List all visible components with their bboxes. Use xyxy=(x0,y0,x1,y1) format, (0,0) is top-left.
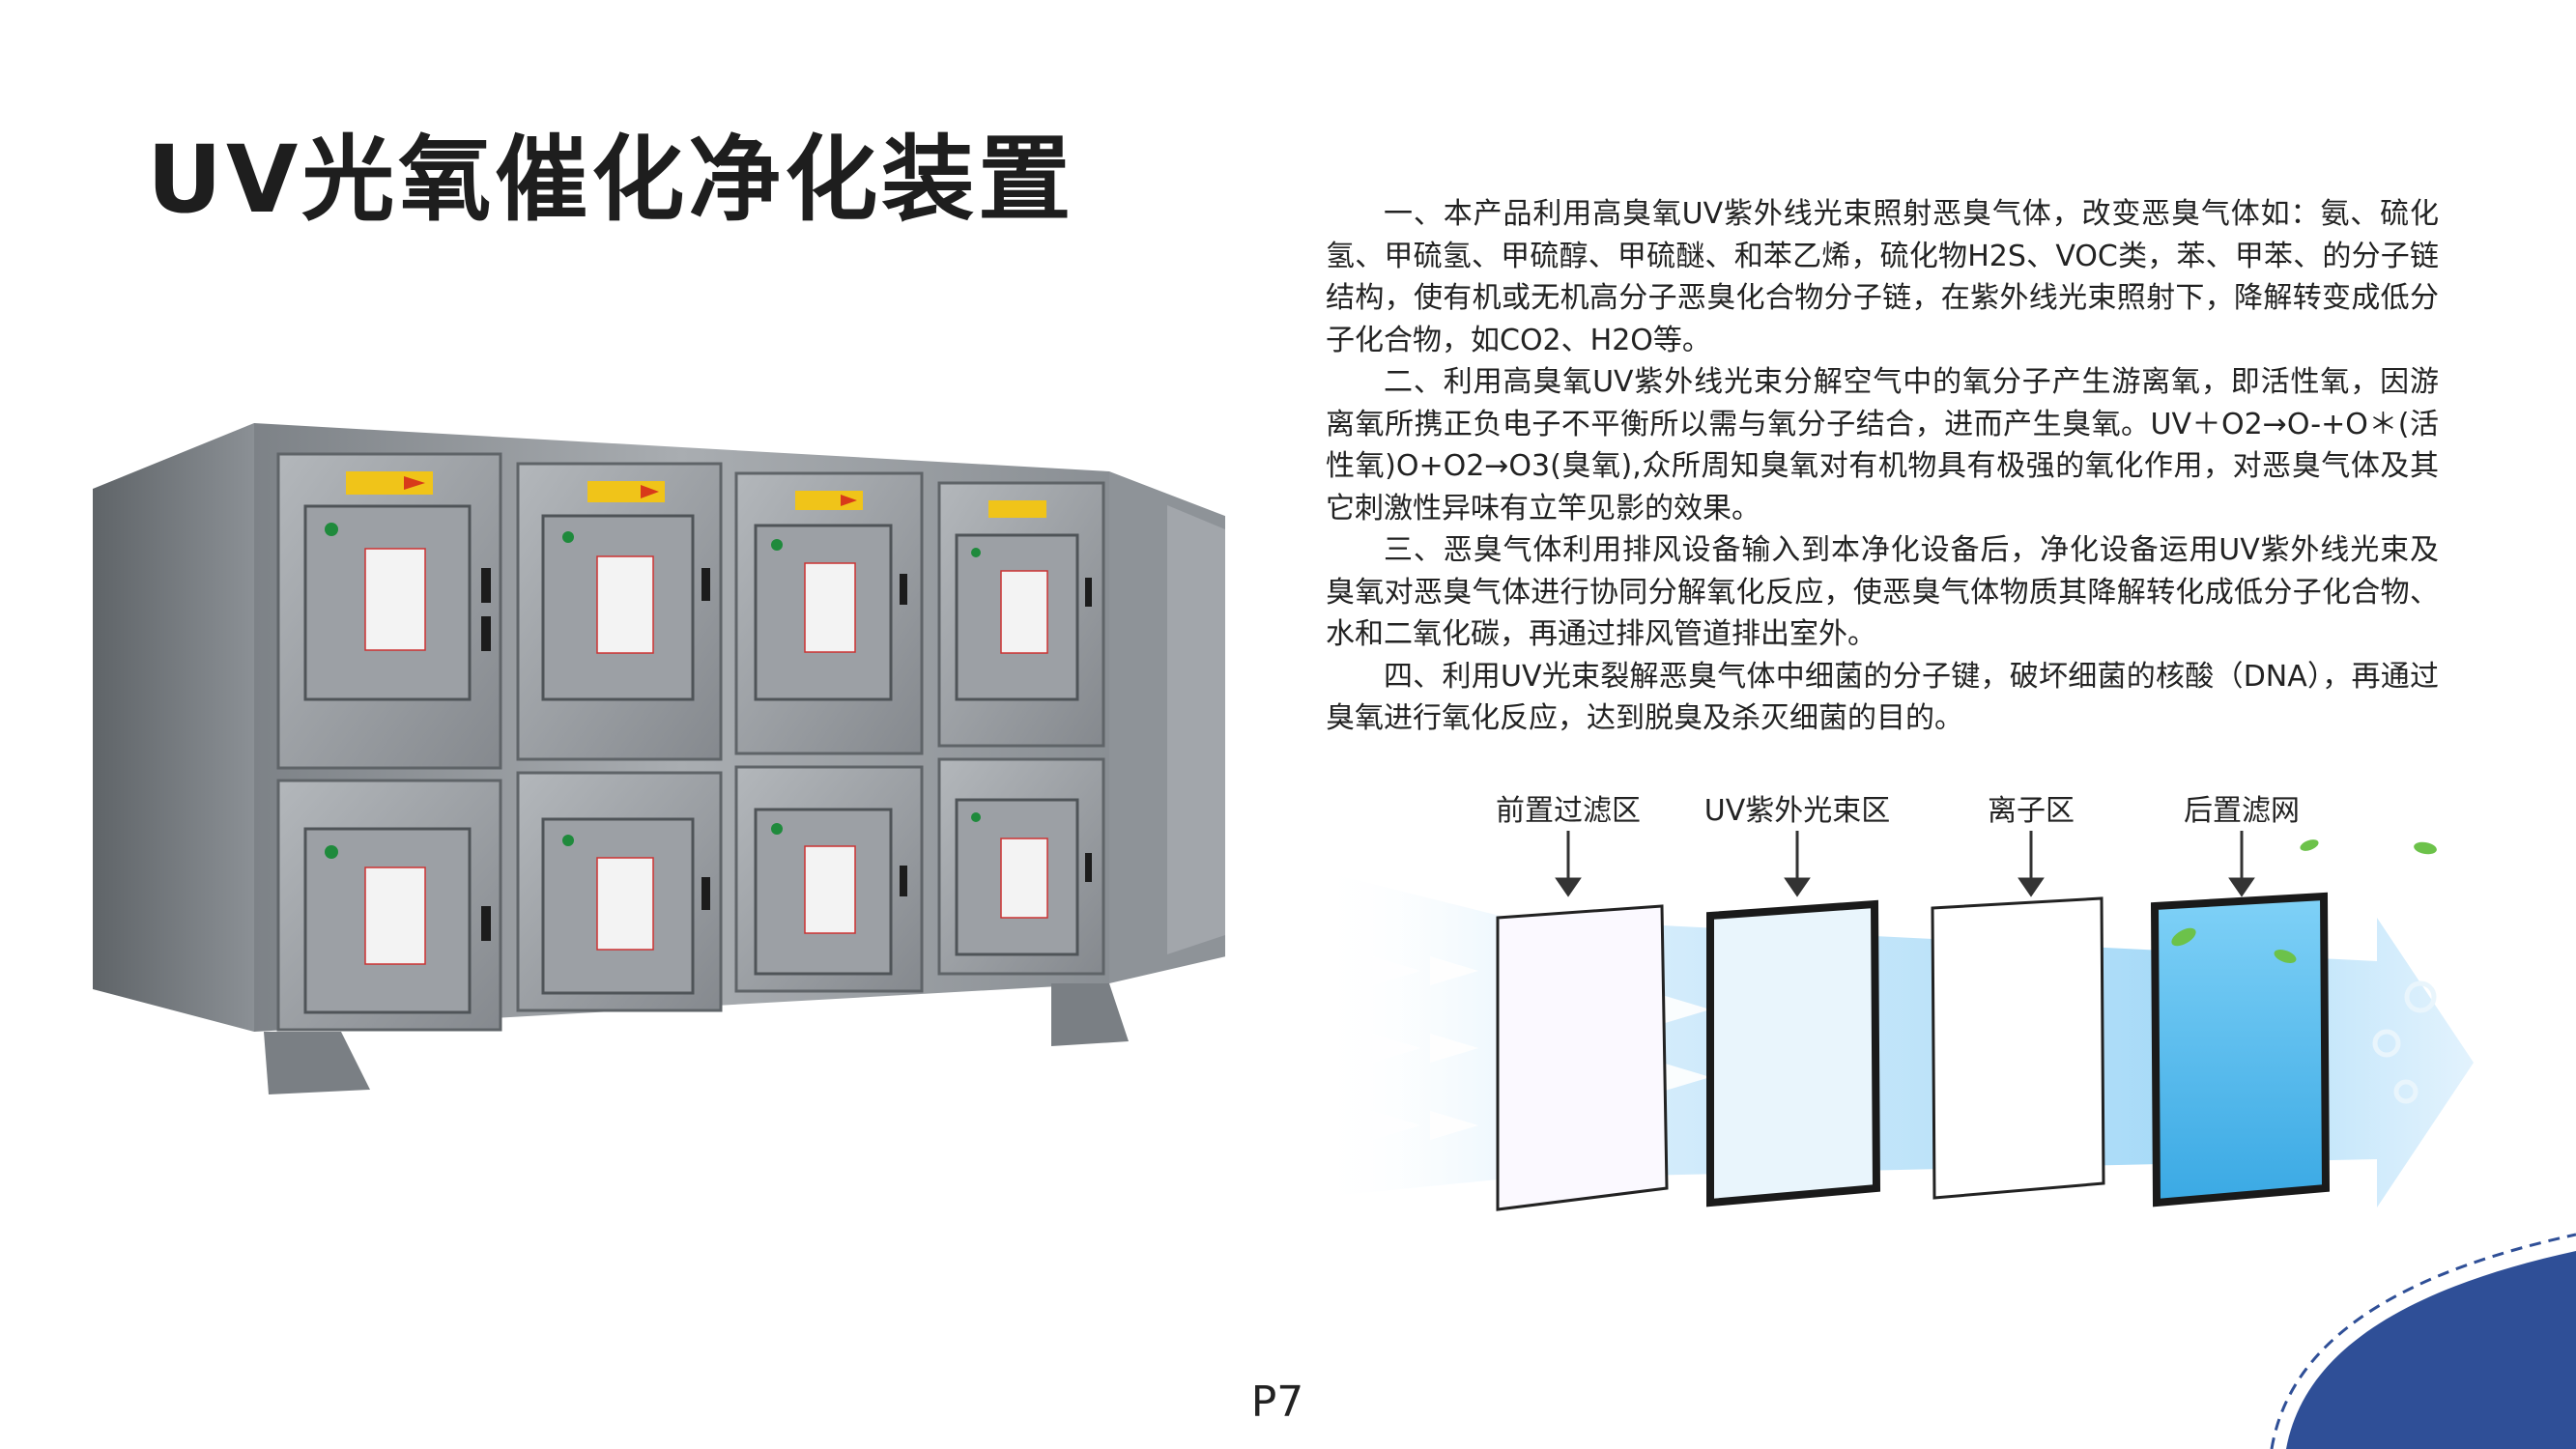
page-number: P7 xyxy=(1250,1378,1304,1427)
stage-label-uv: UV紫外光束区 xyxy=(1703,794,1891,828)
paragraph-1: 一、本产品利用高臭氧UV紫外线光束照射恶臭气体，改变恶臭气体如：氨、硫化氢、甲硫… xyxy=(1326,197,2439,357)
filtration-process-diagram xyxy=(1314,831,2474,1211)
paragraph-3: 三、恶臭气体利用排风设备输入到本净化设备后，净化设备运用UV紫外线光束及臭氧对恶… xyxy=(1326,533,2439,651)
purifier-device-image xyxy=(93,423,1225,1094)
page-title: UV光氧催化净化装置 xyxy=(147,126,1075,234)
paragraph-2: 二、利用高臭氧UV紫外线光束分解空气中的氧分子产生游离氧，即活性氧，因游离氧所携… xyxy=(1326,365,2439,526)
corner-decoration xyxy=(2270,1233,2576,1449)
paragraph-4: 四、利用UV光束裂解恶臭气体中细菌的分子键，破坏细菌的核酸（DNA），再通过臭氧… xyxy=(1326,659,2439,736)
stage-label-prefilter: 前置过滤区 xyxy=(1496,794,1641,828)
stage-label-postfilter: 后置滤网 xyxy=(2184,794,2300,828)
stage-label-ion: 离子区 xyxy=(1988,794,2075,828)
description-text: 一、本产品利用高臭氧UV紫外线光束照射恶臭气体，改变恶臭气体如：氨、硫化氢、甲硫… xyxy=(1326,193,2439,740)
